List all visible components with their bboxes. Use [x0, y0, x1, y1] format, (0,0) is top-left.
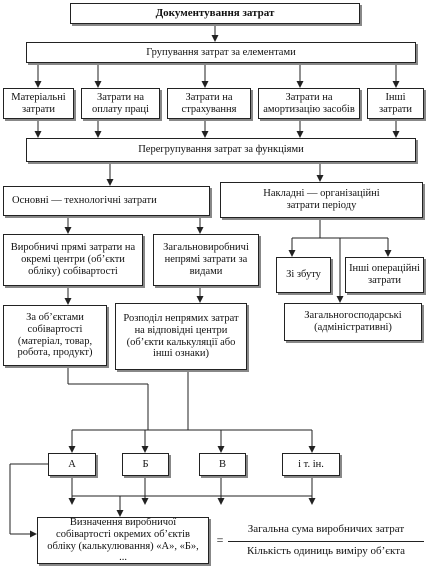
depreciation-costs-box: Затрати на амортизацію засобів: [258, 88, 360, 119]
formula-equals: =: [216, 533, 224, 547]
cost-object-etc: і т. ін.: [282, 453, 340, 476]
general-production-box: Загальновиробничі непрямі затрати за вид…: [153, 234, 259, 286]
direct-production-box: Виробничі прямі затрати на окремі центри…: [3, 234, 143, 286]
main-costs-box: Основні — технологічні затрати: [3, 186, 210, 216]
doc-costs-box: Документування затрат: [70, 3, 360, 24]
formula-denominator: Кількість одиниць виміру об’єкта: [246, 545, 406, 557]
indirect-distribution-box: Розподіл непрямих затрат на відповідні ц…: [115, 303, 247, 370]
by-cost-objects-box: За об’єктами собівартості (матеріал, тов…: [3, 305, 107, 366]
other-operational-box: Інші операційні затрати: [345, 257, 424, 293]
sales-costs-box: Зі збуту: [276, 257, 331, 293]
overhead-costs-box: Накладні — організаційні затрати періоду: [220, 182, 423, 218]
costing-box: Визначення виробничої собівартості окрем…: [37, 517, 209, 564]
cost-object-a: А: [48, 453, 96, 476]
other-costs-box: Інші затрати: [367, 88, 424, 119]
labor-costs-box: Затрати на оплату праці: [81, 88, 160, 119]
grouping-box: Групування затрат за елементами: [26, 42, 416, 63]
formula-numerator: Загальна сума виробничих затрат: [247, 523, 405, 535]
admin-costs-box: Загальногосподарські (адміністративні): [284, 303, 422, 341]
insurance-costs-box: Затрати на страхування: [167, 88, 251, 119]
cost-object-b: Б: [122, 453, 169, 476]
regrouping-box: Перегрупування затрат за функціями: [26, 138, 416, 162]
formula-fraction-line: [228, 541, 424, 542]
material-costs-box: Матеріальні затрати: [3, 88, 74, 119]
cost-object-c: В: [199, 453, 246, 476]
